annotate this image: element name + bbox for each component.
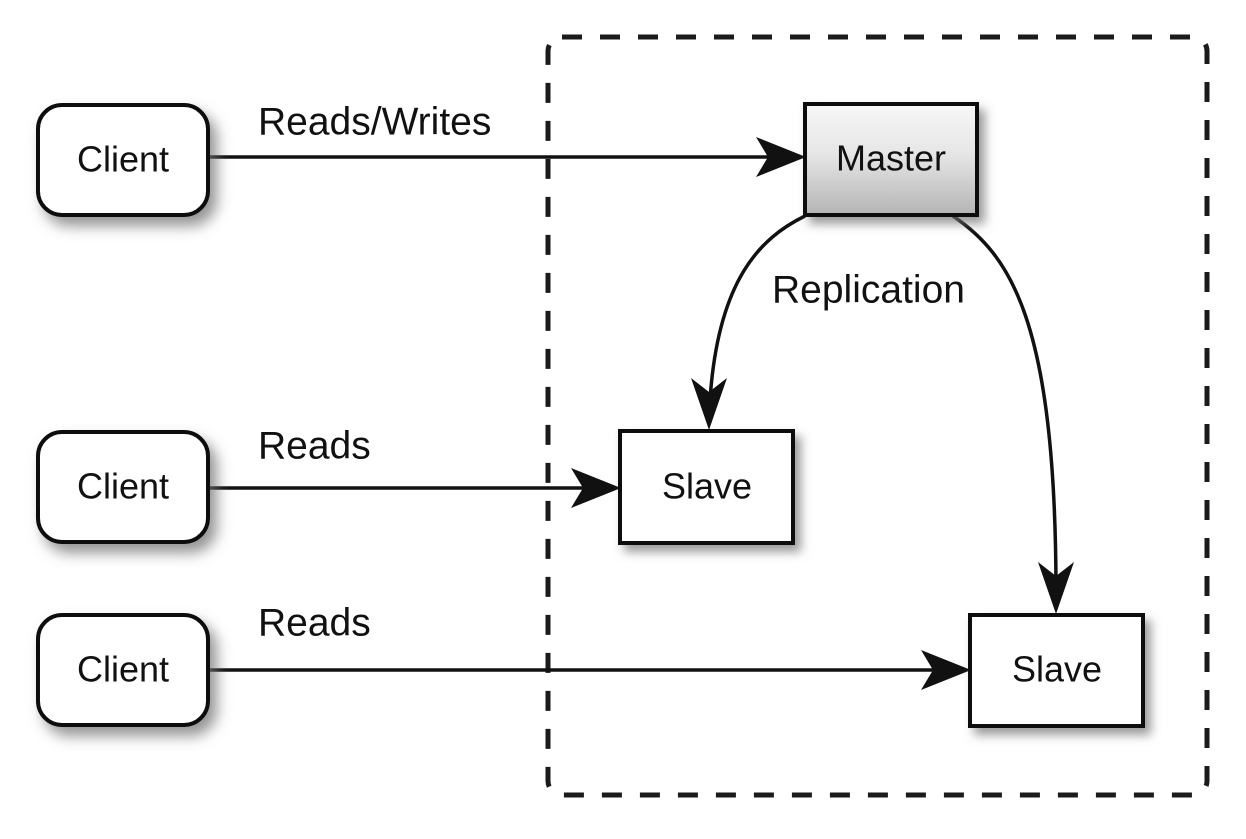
master-box[interactable] [803, 102, 979, 217]
node-slave-1[interactable]: Slave [618, 429, 795, 545]
arrow-head-icon [756, 137, 806, 177]
node-client-3[interactable]: Client [36, 613, 210, 727]
node-master[interactable]: Master [803, 102, 979, 217]
edge-client3-slave2 [208, 650, 971, 690]
arrow-head-icon [921, 650, 971, 690]
node-slave-2[interactable]: Slave [968, 613, 1145, 728]
edge-client2-slave1 [208, 468, 621, 508]
arrow-head-icon [691, 378, 727, 430]
arrow-head-icon [1038, 562, 1074, 614]
client-2-box[interactable] [36, 430, 210, 544]
client-3-label: Client [77, 649, 169, 690]
slave-2-box[interactable] [968, 613, 1145, 728]
slave-2-label: Slave [1012, 649, 1102, 690]
master-label: Master [836, 138, 946, 179]
slave-1-box[interactable] [618, 429, 795, 545]
edge-label-reads-1: Reads [258, 424, 371, 467]
client-1-box[interactable] [36, 103, 210, 217]
edge-label-replication: Replication [772, 268, 965, 311]
node-client-2[interactable]: Client [36, 430, 210, 544]
client-1-label: Client [77, 139, 169, 180]
slave-1-label: Slave [662, 466, 752, 507]
database-cluster-boundary [545, 34, 1210, 798]
client-3-box[interactable] [36, 613, 210, 727]
client-2-label: Client [77, 466, 169, 507]
edge-master-slave2 [952, 214, 1074, 614]
node-client-1[interactable]: Client [36, 103, 210, 217]
edge-master-slave1 [691, 214, 806, 430]
edge-client1-master [208, 137, 806, 177]
edge-label-reads-writes: Reads/Writes [258, 100, 491, 143]
arrow-head-icon [571, 468, 621, 508]
edge-label-reads-2: Reads [258, 601, 371, 644]
